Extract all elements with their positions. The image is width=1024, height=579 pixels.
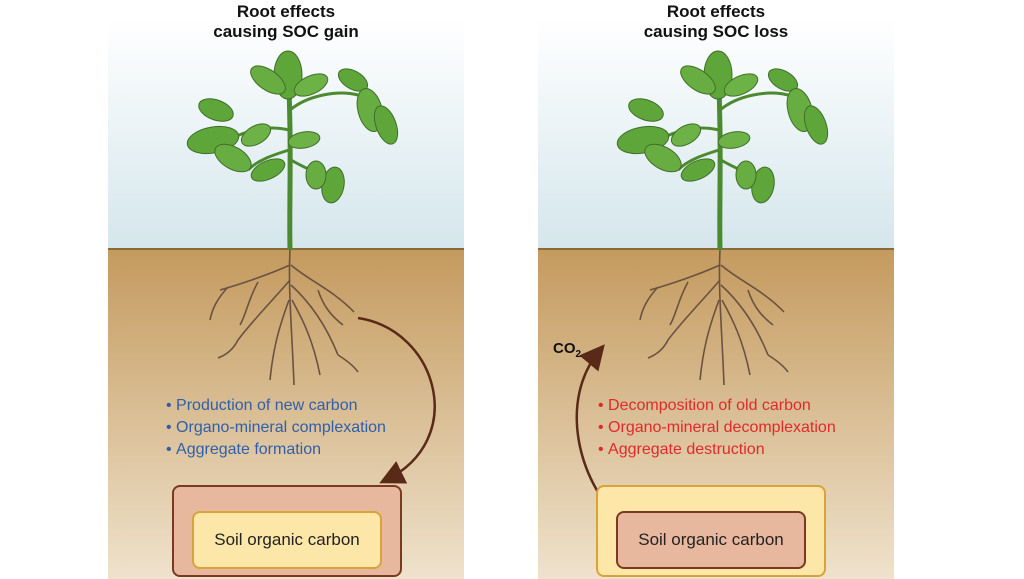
soc-pool-box-gain: Soil organic carbon	[172, 485, 402, 577]
loss-effects-list: Decomposition of old carbon Organo-miner…	[598, 395, 836, 461]
panel-title-gain: Root effects causing SOC gain	[108, 2, 464, 42]
title-line-2: causing SOC gain	[213, 22, 359, 41]
co2-main: CO	[553, 340, 576, 357]
list-item: Aggregate destruction	[598, 439, 836, 461]
title-line-1: Root effects	[666, 2, 766, 21]
soc-gain-panel: Root effects causing SOC gain Production…	[108, 0, 464, 579]
soc-label-box: Soil organic carbon	[616, 511, 806, 569]
list-item: Decomposition of old carbon	[598, 395, 836, 417]
title-line-1: Root effects	[236, 2, 336, 21]
plant-icon	[186, 50, 399, 251]
roots-icon	[209, 249, 359, 386]
list-item: Organo-mineral complexation	[166, 417, 386, 439]
gain-effects-list: Production of new carbon Organo-mineral …	[166, 395, 386, 461]
list-item: Production of new carbon	[166, 395, 386, 417]
plant-icon	[616, 50, 829, 251]
co2-label: CO2	[553, 340, 581, 360]
panel-title-loss: Root effects causing SOC loss	[538, 2, 894, 42]
roots-icon	[639, 249, 789, 386]
list-item: Aggregate formation	[166, 439, 386, 461]
soc-loss-panel: Root effects causing SOC loss CO2 Decomp…	[538, 0, 894, 579]
soc-pool-box-loss: Soil organic carbon	[596, 485, 826, 577]
title-line-2: causing SOC loss	[643, 22, 789, 41]
soc-label-box: Soil organic carbon	[192, 511, 382, 569]
list-item: Organo-mineral decomplexation	[598, 417, 836, 439]
carbon-input-arrow	[357, 316, 436, 484]
co2-subscript: 2	[575, 349, 582, 360]
